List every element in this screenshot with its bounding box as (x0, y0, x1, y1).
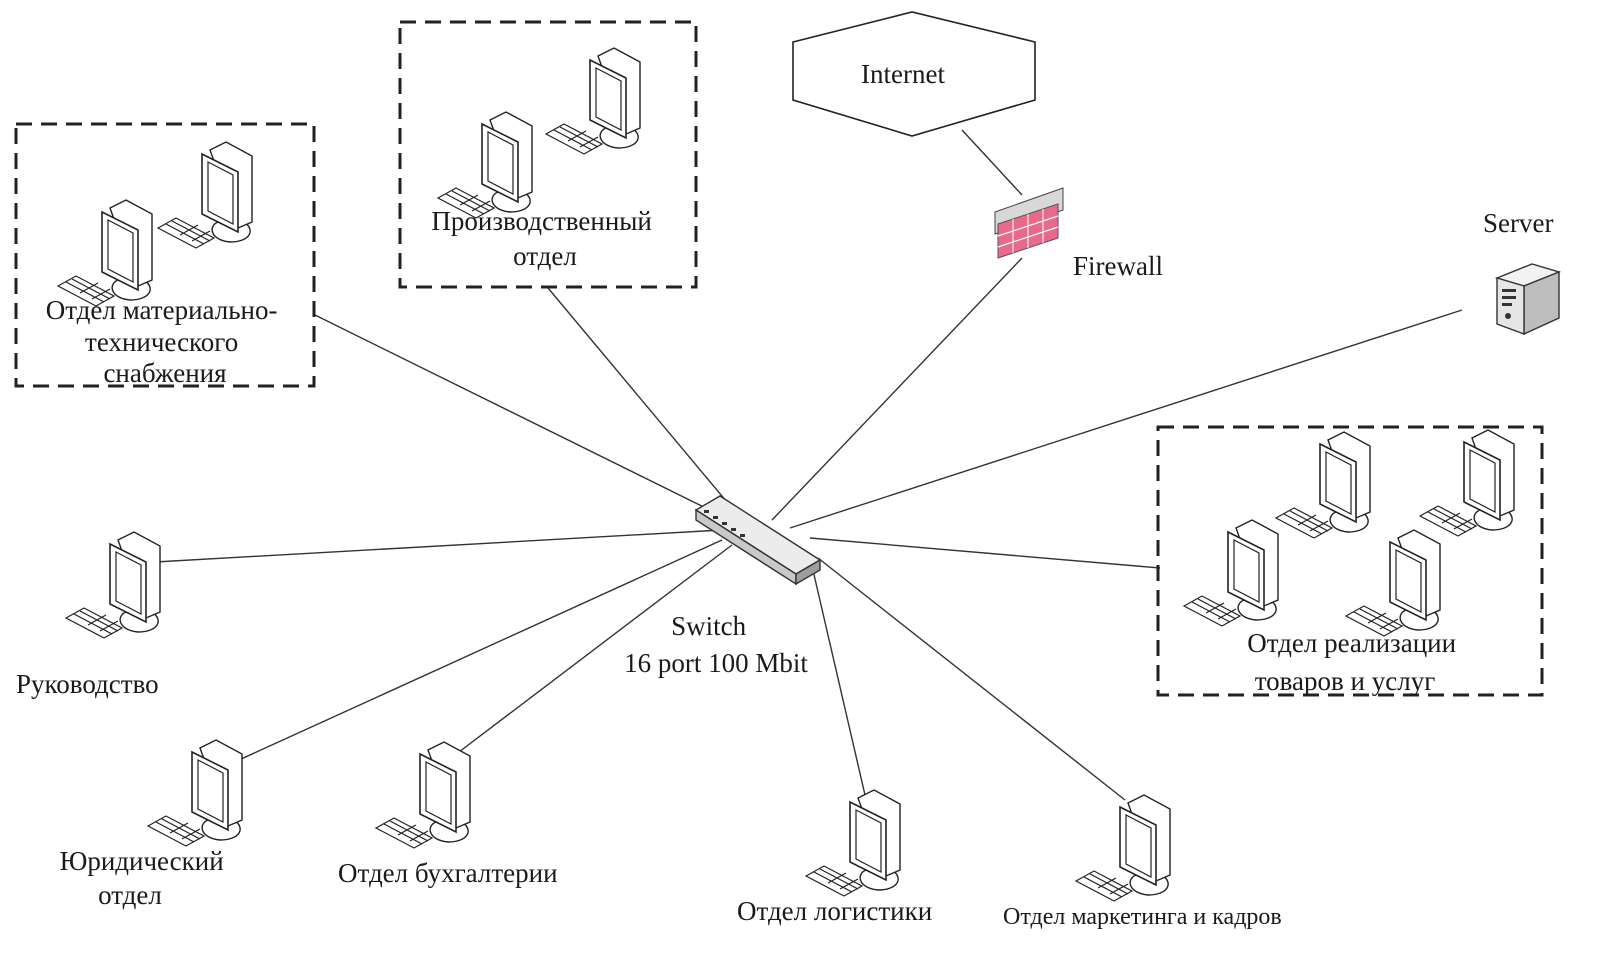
pc-icon (57, 199, 153, 307)
marketing-label: Отдел маркетинга и кадров (1003, 904, 1282, 930)
production-dept-label: Производственный отдел (431, 206, 658, 271)
logistics-label: Отдел логистики (737, 896, 932, 926)
pc-icon (1419, 429, 1515, 537)
firewall-icon (994, 187, 1064, 259)
pc-icon (147, 739, 243, 847)
switch-icon (694, 495, 822, 586)
management-label: Руководство (16, 669, 159, 699)
server-icon (1494, 263, 1562, 336)
link-server (789, 309, 1463, 529)
link-sales (809, 537, 1161, 569)
internet-hexagon (792, 11, 1036, 137)
materials-dept-label: Отдел материально- технического снабжени… (46, 295, 285, 388)
pc-icon (1345, 529, 1441, 637)
materials-dept-box (14, 122, 316, 388)
pc-icon (437, 111, 533, 219)
pc-icon (375, 741, 471, 849)
pc-icon (545, 47, 641, 155)
pc-icon (805, 789, 901, 897)
accounting-label: Отдел бухгалтерии (338, 858, 558, 888)
pc-icon (157, 141, 253, 249)
sales-dept-label: Отдел реализации товаров и услуг (1247, 628, 1463, 696)
link-production (547, 287, 743, 521)
link-legal (227, 539, 723, 766)
server-label: Server (1483, 208, 1553, 238)
pc-icon (1183, 519, 1279, 627)
switch-label: Switch 16 port 100 Mbit (624, 611, 808, 678)
production-dept-box (398, 20, 698, 289)
connection-lines (154, 129, 1463, 801)
link-internet (961, 129, 1023, 196)
link-management (154, 529, 723, 563)
link-marketing (817, 557, 1126, 801)
pc-icon (1275, 431, 1371, 539)
pc-icon (65, 531, 161, 639)
link-firewall (771, 257, 1023, 521)
firewall-label: Firewall (1073, 251, 1163, 281)
pc-icon (1075, 794, 1171, 902)
internet-label: Internet (861, 59, 945, 89)
link-logistics (811, 565, 866, 796)
link-materials (314, 314, 731, 521)
link-accounting (454, 544, 733, 756)
legal-label: Юридический отдел (60, 846, 231, 910)
